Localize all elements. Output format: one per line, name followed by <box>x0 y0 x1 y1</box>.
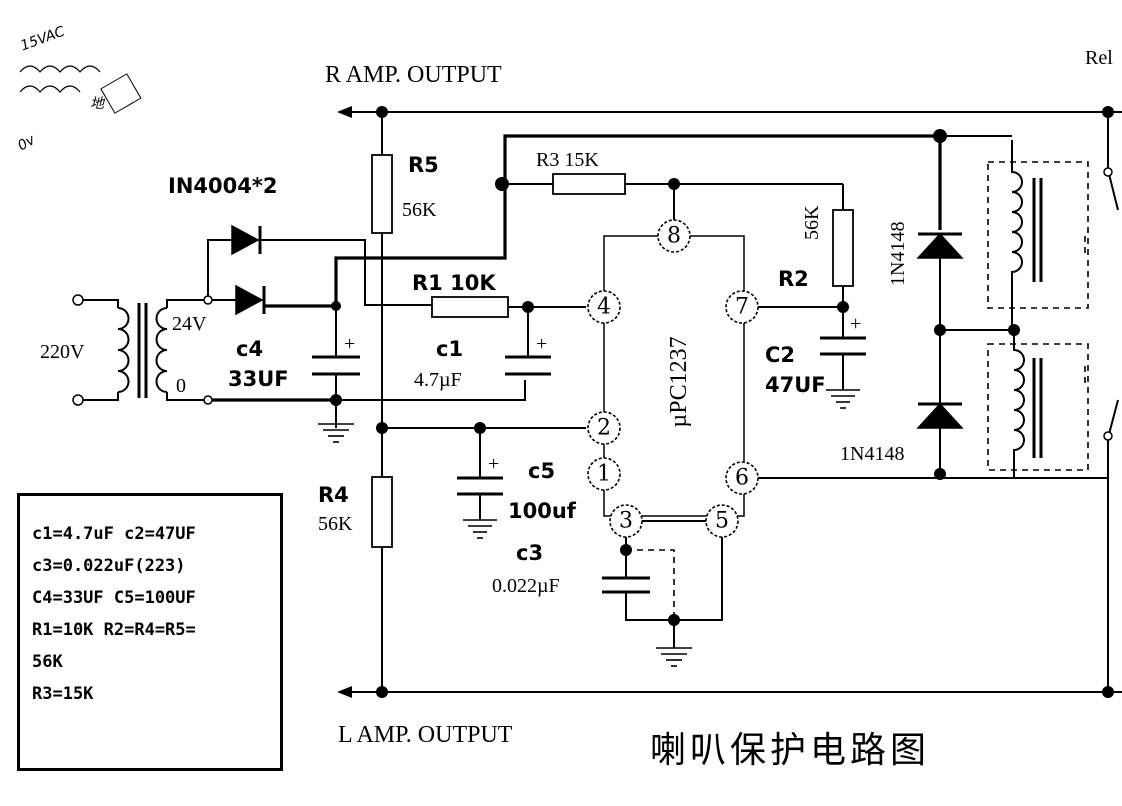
r3-label: R3 15K <box>536 149 599 171</box>
svg-text:+: + <box>850 313 861 335</box>
svg-text:+: + <box>488 453 499 475</box>
l-output-bus <box>337 686 1122 698</box>
resistor-r1 <box>431 296 509 318</box>
r1-label: R1 10K <box>412 271 496 295</box>
resistor-r4 <box>371 476 393 548</box>
ic-pin-2: 2 <box>587 411 621 445</box>
r4-name: R4 <box>318 483 349 507</box>
svg-text:+: + <box>344 333 355 355</box>
diagram-title: 喇叭保护电路图 <box>650 730 930 771</box>
r-output-bus <box>337 106 1122 118</box>
note-line-4: R1=10K R2=R4=R5= <box>32 620 196 640</box>
relay-label: Rel <box>1085 47 1113 69</box>
note-line-1: c1=4.7uF c2=47UF <box>32 524 196 544</box>
svg-text:+: + <box>536 333 547 355</box>
transformer <box>72 294 213 406</box>
ic-pin-8: 8 <box>657 219 691 253</box>
ic-pin-4: 4 <box>587 290 621 324</box>
ground-symbol-c3 <box>656 647 692 667</box>
diode-upper-label: 1N4148 <box>887 222 909 286</box>
svg-text:6: 6 <box>735 466 749 491</box>
ic-pin-3: 3 <box>609 504 643 538</box>
svg-text:3: 3 <box>619 509 633 534</box>
resistor-r2 <box>832 209 854 287</box>
ic-pin-1: 1 <box>587 457 621 491</box>
diode-lower-label: 1N4148 <box>840 443 904 465</box>
c3-value: 0.022µF <box>492 575 560 597</box>
svg-text:2: 2 <box>597 416 611 441</box>
svg-text:地: 地 <box>90 96 106 112</box>
svg-text:4: 4 <box>597 295 611 320</box>
ic-name: µPC1237 <box>666 336 692 427</box>
diode-lower <box>916 402 964 429</box>
c5-value: 100uf <box>508 499 577 523</box>
c1-name: c1 <box>436 337 463 361</box>
ic-pin-5: 5 <box>705 504 739 538</box>
svg-text:8: 8 <box>667 224 681 249</box>
c4-name: c4 <box>236 337 263 361</box>
relay-1 <box>987 140 1089 330</box>
c4-value: 33UF <box>228 367 289 391</box>
junction-pin6 <box>934 468 946 480</box>
secondary-0: 0 <box>176 375 186 397</box>
note-line-5: 56K <box>32 652 63 672</box>
c3-name: c3 <box>516 541 543 565</box>
l-output-label: L AMP. OUTPUT <box>338 722 513 748</box>
r-output-label: R AMP. OUTPUT <box>325 62 502 88</box>
resistor-r5 <box>371 154 393 234</box>
resistor-r3 <box>552 173 626 195</box>
secondary-24v: 24V <box>172 313 207 335</box>
relay-2 <box>987 330 1089 478</box>
note-line-3: C4=33UF C5=100UF <box>32 588 196 608</box>
c2-name: C2 <box>765 343 795 367</box>
r5-name: R5 <box>408 153 439 177</box>
diode-d1 <box>231 224 262 256</box>
c5-name: c5 <box>528 459 555 483</box>
ground-symbol-c2 <box>826 389 860 409</box>
svg-text:1: 1 <box>597 462 611 487</box>
diode-upper <box>916 232 964 259</box>
svg-text:5: 5 <box>715 509 729 534</box>
r4-value: 56K <box>318 513 353 535</box>
primary-voltage: 220V <box>40 341 85 363</box>
note-line-6: R3=15K <box>32 684 94 704</box>
ground-symbol-1 <box>318 423 354 443</box>
ic-pin-6: 6 <box>725 461 759 495</box>
diode-pair-label: IN4004*2 <box>168 174 277 198</box>
r2-name: R2 <box>778 267 809 291</box>
svg-text:7: 7 <box>735 295 749 320</box>
ground-symbol-c5 <box>463 519 497 539</box>
component-values-box: c1=4.7uF c2=47UF c3=0.022uF(223) C4=33UF… <box>17 493 283 771</box>
r2-value: 56K <box>801 205 823 240</box>
diode-d2 <box>235 284 266 316</box>
c1-value: 4.7µF <box>414 369 462 391</box>
c2-value: 47UF <box>765 373 826 397</box>
svg-text:15VAC: 15VAC <box>18 24 67 55</box>
svg-text:0v: 0v <box>15 132 39 155</box>
ic-pin-7: 7 <box>725 290 759 324</box>
note-line-2: c3=0.022uF(223) <box>32 556 186 576</box>
handwritten-note: 15VAC 0v 地 <box>15 24 142 155</box>
r5-value: 56K <box>402 199 437 221</box>
